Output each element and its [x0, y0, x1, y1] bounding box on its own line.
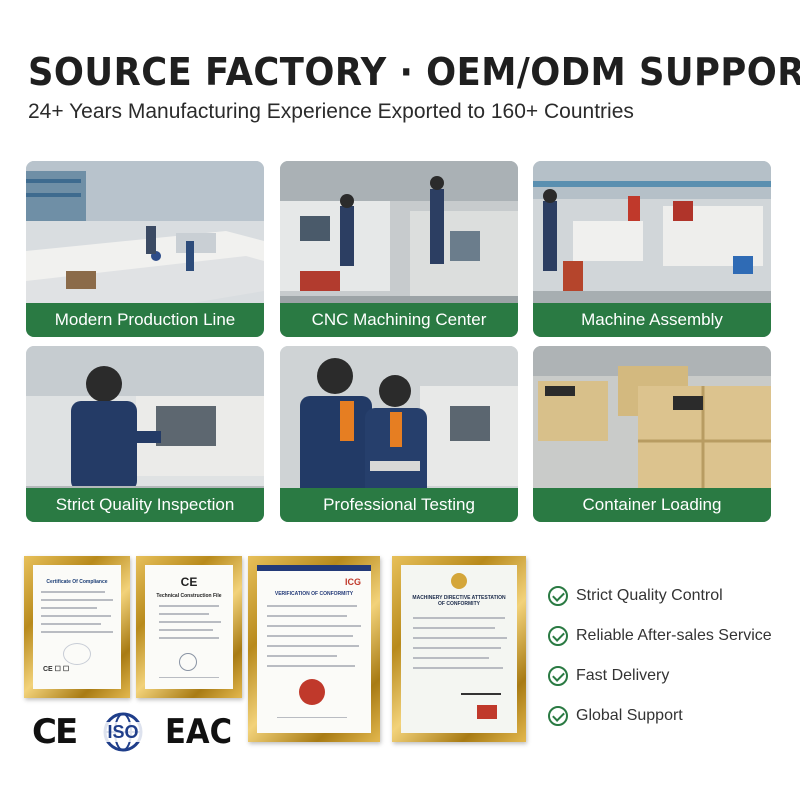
check-circle-icon	[548, 706, 568, 726]
tile-production-line[interactable]: Modern Production Line	[26, 161, 264, 337]
certificate-verification[interactable]: ICG VERIFICATION OF CONFORMITY	[248, 556, 380, 742]
tile-machine-assembly[interactable]: Machine Assembly	[533, 161, 771, 337]
check-circle-icon	[548, 626, 568, 646]
iso-label: ISO	[98, 722, 148, 742]
certificate-paper: CE Technical Construction File	[145, 565, 233, 689]
certificate-compliance[interactable]: Certificate Of Compliance CE ☐ ☐	[24, 556, 130, 698]
seal-icon	[299, 679, 325, 705]
tile-caption: Modern Production Line	[26, 303, 264, 337]
tile-caption: Container Loading	[533, 488, 771, 522]
tile-caption: Machine Assembly	[533, 303, 771, 337]
tile-container-loading[interactable]: Container Loading	[533, 346, 771, 522]
feature-item: Global Support	[548, 696, 772, 736]
page-title: SOURCE FACTORY · OEM/ODM SUPPORT	[28, 50, 800, 94]
certificate-machinery-directive[interactable]: MACHINERY DIRECTIVE ATTESTATION OF CONFO…	[392, 556, 526, 742]
certificate-technical-file[interactable]: CE Technical Construction File	[136, 556, 242, 698]
check-circle-icon	[548, 666, 568, 686]
feature-checklist: Strict Quality Control Reliable After-sa…	[548, 576, 772, 736]
feature-item: Reliable After-sales Service	[548, 616, 772, 656]
certificate-paper: ICG VERIFICATION OF CONFORMITY	[257, 565, 371, 733]
tile-quality-inspection[interactable]: Strict Quality Inspection	[26, 346, 264, 522]
tile-caption: Strict Quality Inspection	[26, 488, 264, 522]
tile-cnc-machining[interactable]: CNC Machining Center	[280, 161, 518, 337]
feature-item: Fast Delivery	[548, 656, 772, 696]
production-line-photo	[26, 161, 264, 337]
eac-mark-icon: EAC	[165, 712, 233, 752]
ce-mark-icon: CE	[32, 712, 78, 752]
page-subtitle: 24+ Years Manufacturing Experience Expor…	[28, 100, 634, 123]
seal-icon	[477, 705, 497, 719]
feature-item: Strict Quality Control	[548, 576, 772, 616]
tile-caption: CNC Machining Center	[280, 303, 518, 337]
tile-professional-testing[interactable]: Professional Testing	[280, 346, 518, 522]
icg-badge: ICG	[344, 577, 361, 587]
certificate-paper: MACHINERY DIRECTIVE ATTESTATION OF CONFO…	[401, 565, 517, 733]
tile-caption: Professional Testing	[280, 488, 518, 522]
iso-globe-icon: ISO	[98, 712, 148, 752]
certificate-paper: Certificate Of Compliance CE ☐ ☐	[33, 565, 121, 689]
check-circle-icon	[548, 586, 568, 606]
emblem-icon	[451, 573, 467, 589]
